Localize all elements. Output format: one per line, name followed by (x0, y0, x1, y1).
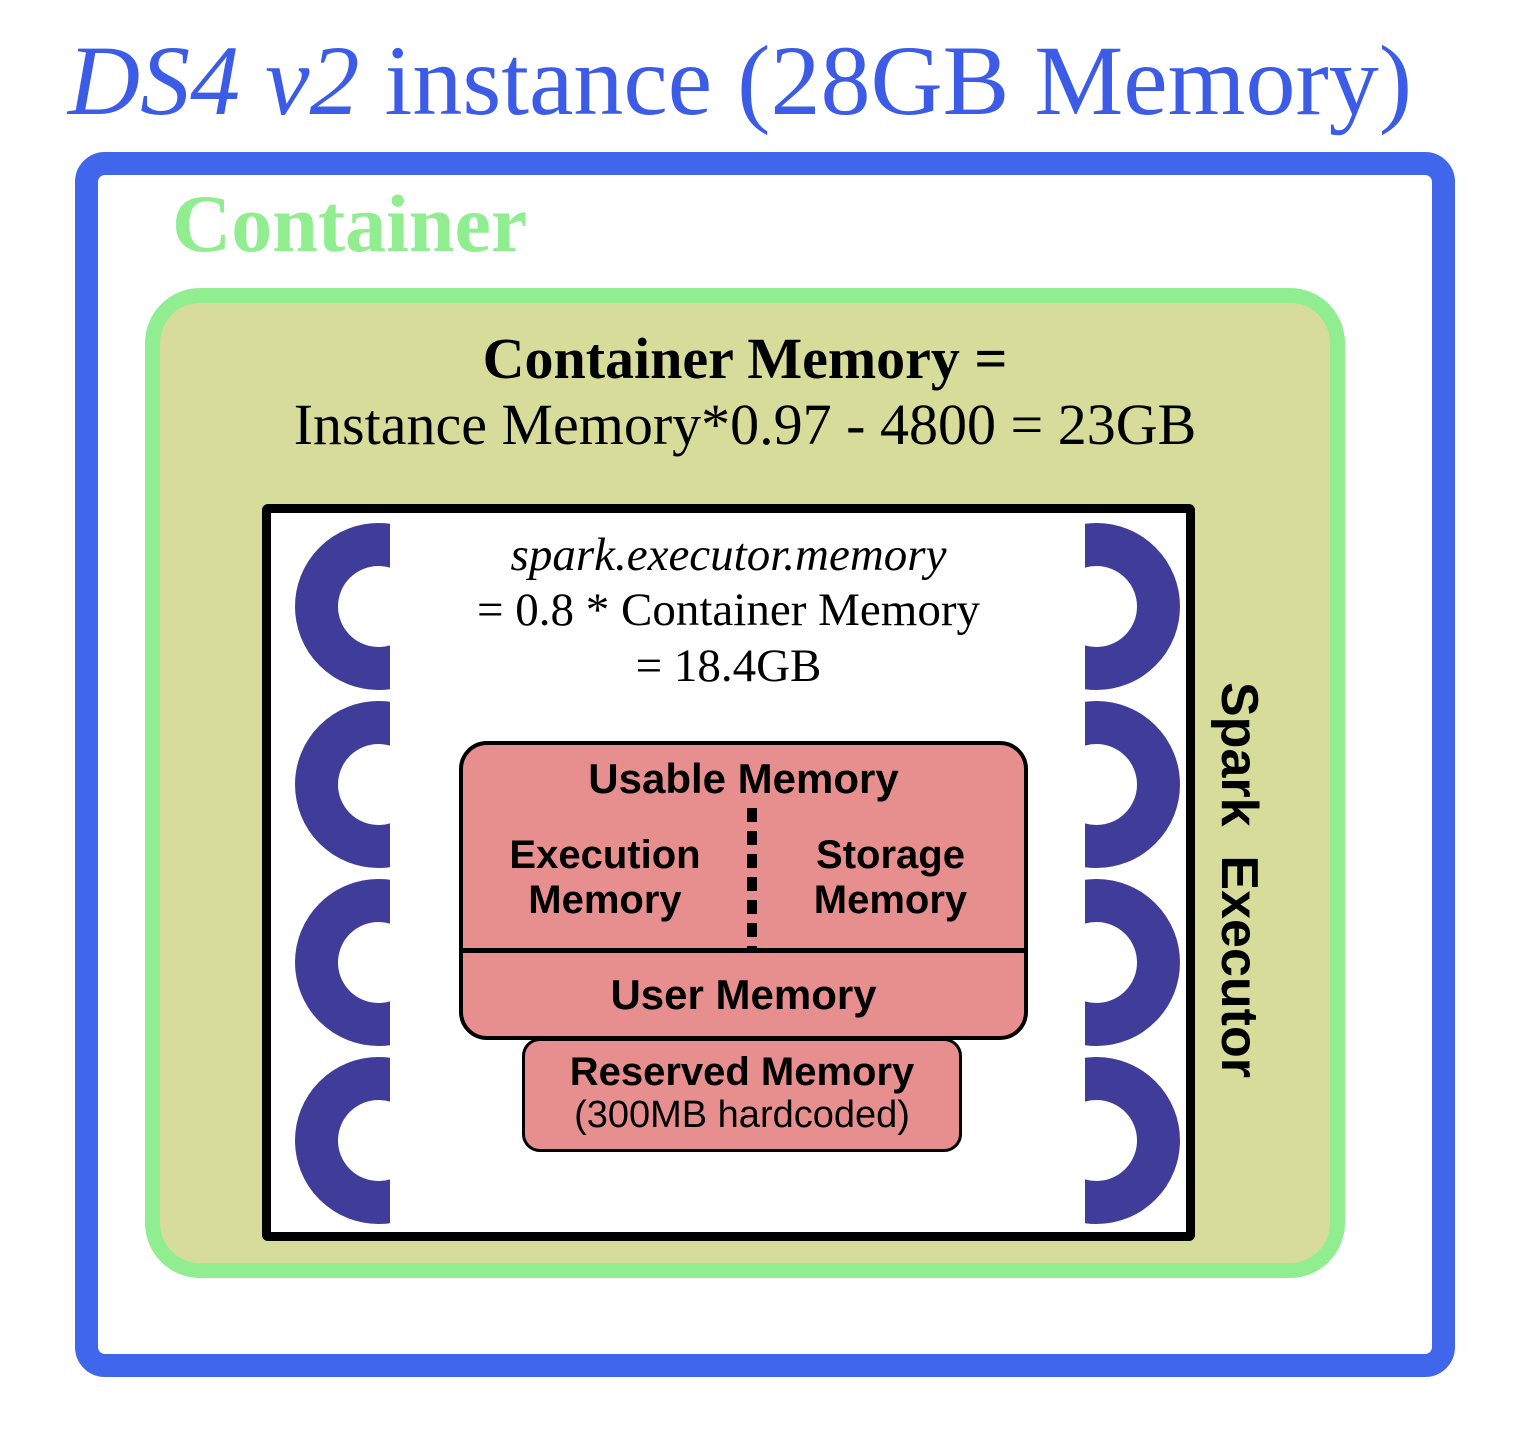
executor-memory-setting-value: = 18.4GB (635, 639, 822, 692)
usable-memory-title: Usable Memory (588, 754, 899, 802)
cpu-core-icon (1085, 523, 1180, 690)
spark-executor-label: Spark Executor (1210, 682, 1268, 1078)
usable-memory-split: Execution Memory Storage Memory (463, 808, 1024, 948)
cpu-core-icon (295, 701, 390, 868)
cpu-core-icon (1085, 1057, 1180, 1224)
cpu-core-icon (1085, 701, 1180, 868)
executor-memory-setting-name: spark.executor.memory (510, 529, 947, 581)
container-memory-formula-title: Container Memory = (482, 326, 1008, 391)
cpu-cores-left (295, 523, 462, 1224)
cpu-core-icon (295, 879, 390, 1046)
reserved-memory-subtitle: (300MB hardcoded) (574, 1094, 910, 1136)
instance-model-name: DS4 v2 (67, 25, 360, 136)
container-memory-formula: Container Memory = Instance Memory*0.97 … (145, 326, 1345, 458)
spark-executor-label-wrap: Spark Executor (1196, 650, 1282, 1110)
execution-storage-divider (747, 808, 757, 948)
execution-memory-cell: Execution Memory (509, 833, 701, 922)
user-memory-cell: User Memory (463, 948, 1024, 1036)
container-label: Container (172, 178, 528, 269)
usable-memory-box: Usable Memory Execution Memory Storage M… (459, 741, 1028, 1040)
storage-memory-cell: Storage Memory (813, 833, 968, 922)
container-memory-formula-value: Instance Memory*0.97 - 4800 = 23GB (293, 392, 1197, 458)
cpu-core-icon (1085, 879, 1180, 1046)
reserved-memory-title: Reserved Memory (569, 1050, 915, 1094)
instance-title-rest: instance (28GB Memory) (359, 25, 1413, 136)
cpu-core-icon (295, 1057, 390, 1224)
executor-memory-setting-formula: = 0.8 * Container Memory (477, 584, 980, 637)
cpu-cores-right (1013, 523, 1180, 1224)
instance-title: DS4 v2 instance (28GB Memory) (0, 23, 1480, 138)
executor-memory-config: spark.executor.memory = 0.8 * Container … (262, 528, 1195, 694)
cpu-core-icon (295, 523, 390, 690)
reserved-memory-box: Reserved Memory (300MB hardcoded) (522, 1038, 962, 1152)
